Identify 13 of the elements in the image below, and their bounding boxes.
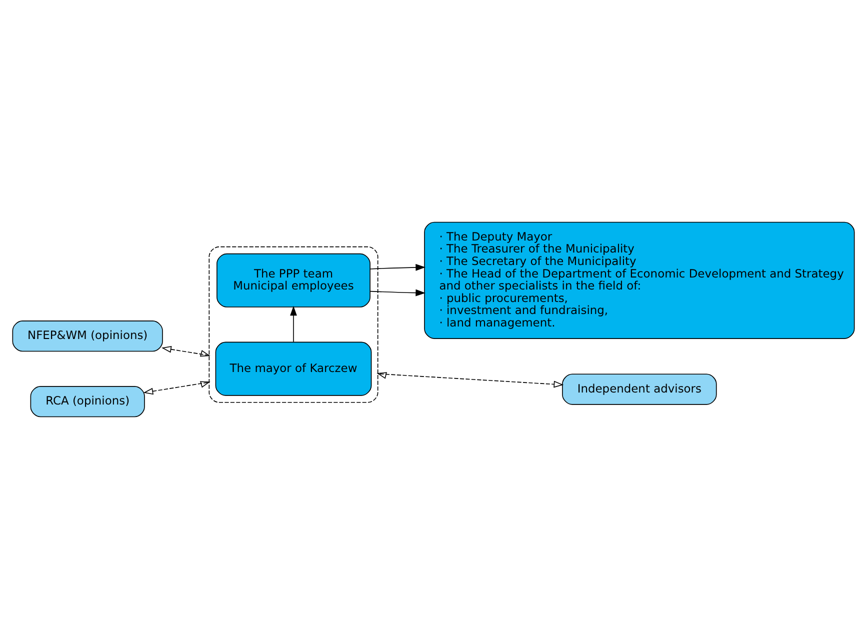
- node-box: The mayor of Karczew: [215, 342, 372, 396]
- arrow: [162, 346, 210, 357]
- arrow: [370, 289, 426, 296]
- node-box: Independent advisors: [562, 374, 717, 405]
- node-box: RCA (opinions): [30, 386, 145, 418]
- arrow: [143, 381, 210, 395]
- arrow: [290, 306, 297, 342]
- arrow: [370, 264, 426, 271]
- arrow: [376, 372, 564, 388]
- node-box: NFEP&WM (opinions): [12, 320, 163, 352]
- node-box: The PPP team Municipal employees: [216, 253, 370, 308]
- node-box: · The Deputy Mayor · The Treasurer of the Municipality · The Secretary of the Municipality · The Head of the Department of Economic Development and Strategy and other specialists in the field of: · public procurements, · investment and fundraising, · land management.: [424, 222, 855, 339]
- cluster: [208, 246, 378, 403]
